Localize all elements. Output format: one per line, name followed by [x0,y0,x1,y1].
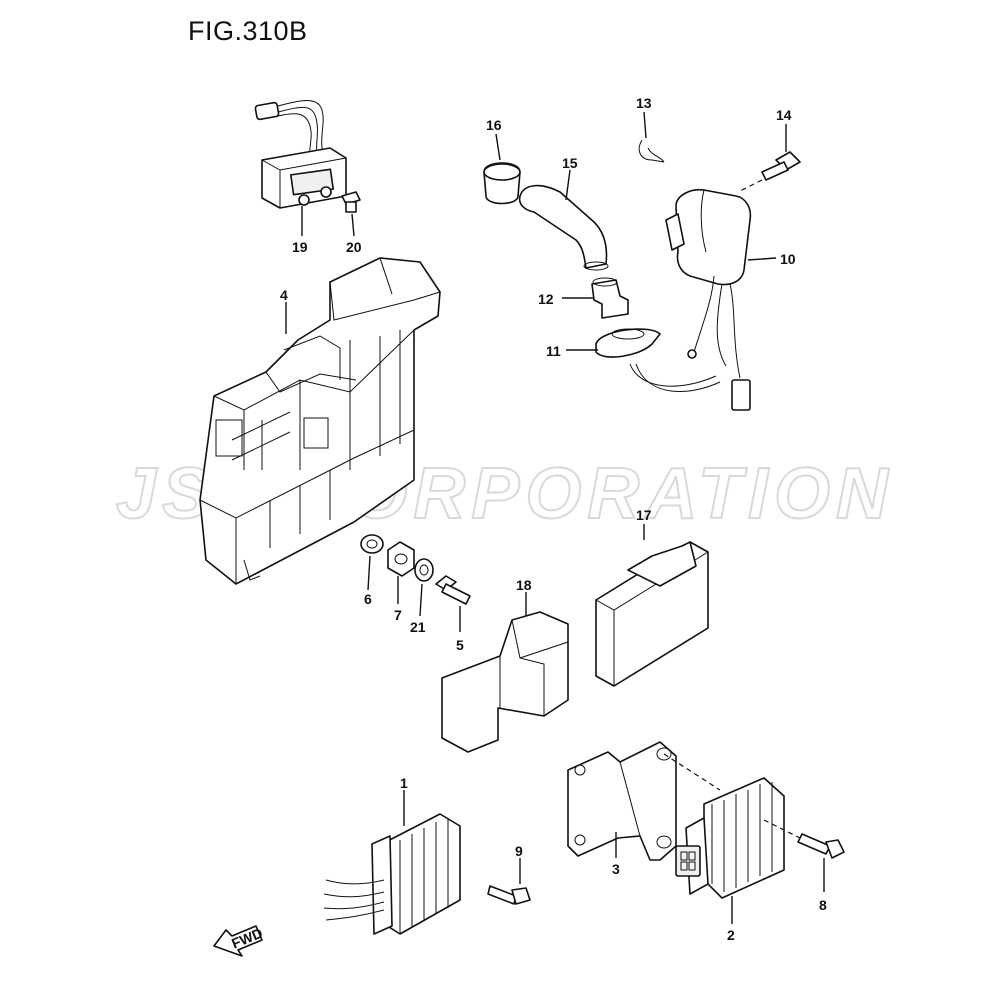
leader-lines [285,111,825,924]
callout-1: 1 [400,775,408,791]
callout-16: 16 [486,117,502,133]
part-12-plug-cap [591,277,629,319]
callout-10: 10 [780,251,796,267]
callout-14: 14 [776,107,792,123]
part-8-bolt [797,833,845,859]
callout-15: 15 [562,155,578,171]
callout-2: 2 [727,927,735,943]
callout-9: 9 [515,843,523,859]
callout-4: 4 [280,287,288,303]
callout-7: 7 [394,607,402,623]
part-13-clip [638,139,665,163]
part-19-relay [254,100,347,209]
callout-numbers: 19 20 4 16 15 13 14 10 12 11 6 7 21 5 17… [280,95,827,943]
part-1-rectifier [323,813,461,935]
part-4-bracket [199,257,441,585]
callout-19: 19 [292,239,308,255]
part-20-bolt [341,191,361,213]
part-3-bracket-plate [567,741,721,861]
part-21-washer [414,558,434,582]
callout-13: 13 [636,95,652,111]
callout-18: 18 [516,577,532,593]
callout-11: 11 [546,343,561,359]
part-9-bolt [487,885,531,905]
part-10-ignition-coil [629,188,752,411]
part-15-plug-boot [518,184,609,271]
part-2-regulator [675,777,809,899]
callout-20: 20 [346,239,362,255]
part-14-bolt [737,151,801,193]
fwd-label: FWD [229,925,265,952]
part-5-bolt [435,575,471,605]
callout-12: 12 [538,291,554,307]
callout-3: 3 [612,861,620,877]
callout-17: 17 [636,507,652,523]
part-16-cap [483,162,521,205]
part-11-grommet [595,328,661,358]
part-6-grommet [360,534,384,554]
part-18-rubber-mount [441,611,569,753]
fwd-arrow: FWD [213,925,265,957]
part-7-collar [387,541,415,577]
part-17-cdi-unit [595,541,709,687]
callout-8: 8 [819,897,827,913]
figure-title: FIG.310B [188,16,308,46]
callout-6: 6 [364,591,372,607]
callout-5: 5 [456,637,464,653]
callout-21: 21 [410,619,426,635]
